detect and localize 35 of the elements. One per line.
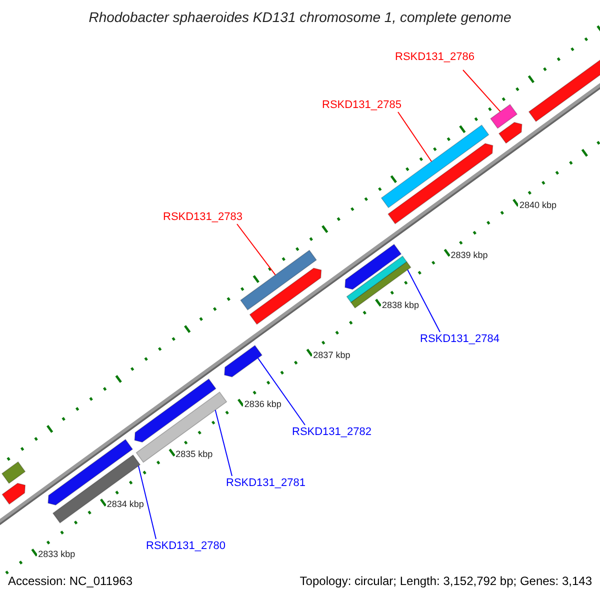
genome-summary: Topology: circular; Length: 3,152,792 bp; Genes: 3,143 — [300, 575, 592, 588]
leader-line — [462, 70, 501, 112]
scale-label: 2839 kbp — [450, 250, 489, 260]
scale-label: 2840 kbp — [518, 200, 558, 211]
gene-label: RSKD131_2780 — [146, 540, 226, 552]
scale-label: 2834 kbp — [106, 500, 145, 510]
diagram-title: Rhodobacter sphaeroides KD131 chromosome 1, complete genome — [88, 10, 512, 26]
scale-label: 2836 kbp — [243, 400, 282, 410]
gene-label: RSKD131_2786 — [395, 51, 475, 64]
gene-bar — [134, 378, 216, 443]
leader-line — [257, 358, 306, 426]
gene-bar — [346, 256, 408, 303]
gene-bar — [1, 461, 26, 484]
gene-label: RSKD131_2782 — [292, 426, 372, 438]
accession-text: Accession: NC_011963 — [8, 575, 133, 588]
leader-line — [398, 112, 432, 162]
gene-bar — [136, 392, 228, 463]
gene-label: RSKD131_2784 — [420, 333, 500, 346]
scale-label: 2837 kbp — [312, 350, 352, 360]
gene-bar — [498, 122, 522, 144]
gene-label: RSKD131_2781 — [226, 477, 306, 490]
gene-bar — [240, 250, 317, 310]
scale-label: 2838 kbp — [380, 300, 420, 310]
gene-bar — [380, 124, 490, 208]
gene-bar — [388, 143, 494, 224]
gene-label: RSKD131_2785 — [322, 99, 402, 112]
leader-line — [236, 224, 276, 276]
gene-bar — [2, 482, 26, 505]
gene-bar — [344, 244, 402, 290]
gene-bar — [224, 344, 263, 378]
scale-label: 2835 kbp — [174, 450, 214, 460]
scale-label: 2833 kbp — [37, 550, 76, 560]
gene-bar — [490, 104, 518, 129]
gene-bar — [249, 268, 322, 325]
gene-label: RSKD131_2783 — [163, 211, 243, 224]
